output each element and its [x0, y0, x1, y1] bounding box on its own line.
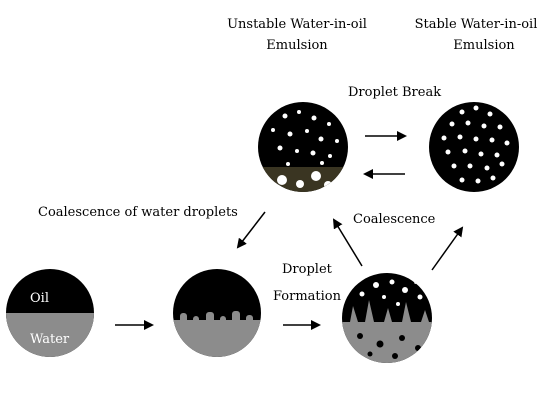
- unstable-emulsion-title-line2: Emulsion: [266, 38, 328, 53]
- unstable-emulsion-title-line1: Unstable Water-in-oil: [227, 17, 367, 32]
- water-label: Water: [30, 332, 70, 347]
- droplet-break-label: Droplet Break: [348, 85, 441, 100]
- settled-water-layer: [255, 167, 355, 207]
- oil-water-separated-circle: Oil Water: [0, 265, 100, 373]
- stable-emulsion-circle: [429, 102, 519, 192]
- droplet-formation-label-line1: Droplet: [282, 262, 333, 277]
- coalescence-water-label: Coalescence of water droplets: [38, 205, 238, 220]
- arrow-to-stable-diagonal: [432, 228, 462, 270]
- droplet-formation-circle: [340, 270, 440, 372]
- droplet-formation-label-line2: Formation: [273, 289, 342, 304]
- interface-disturbed-circle: [170, 265, 270, 380]
- stable-emulsion-title-line1: Stable Water-in-oil: [415, 17, 538, 32]
- unstable-emulsion-circle: [255, 100, 355, 207]
- oil-label: Oil: [30, 291, 49, 306]
- stable-emulsion-title-line2: Emulsion: [453, 38, 515, 53]
- arrow-coalescence-water: [238, 212, 265, 247]
- water-layer: [170, 320, 270, 380]
- coalescence-label: Coalescence: [353, 212, 436, 227]
- oil-layer: [429, 102, 519, 192]
